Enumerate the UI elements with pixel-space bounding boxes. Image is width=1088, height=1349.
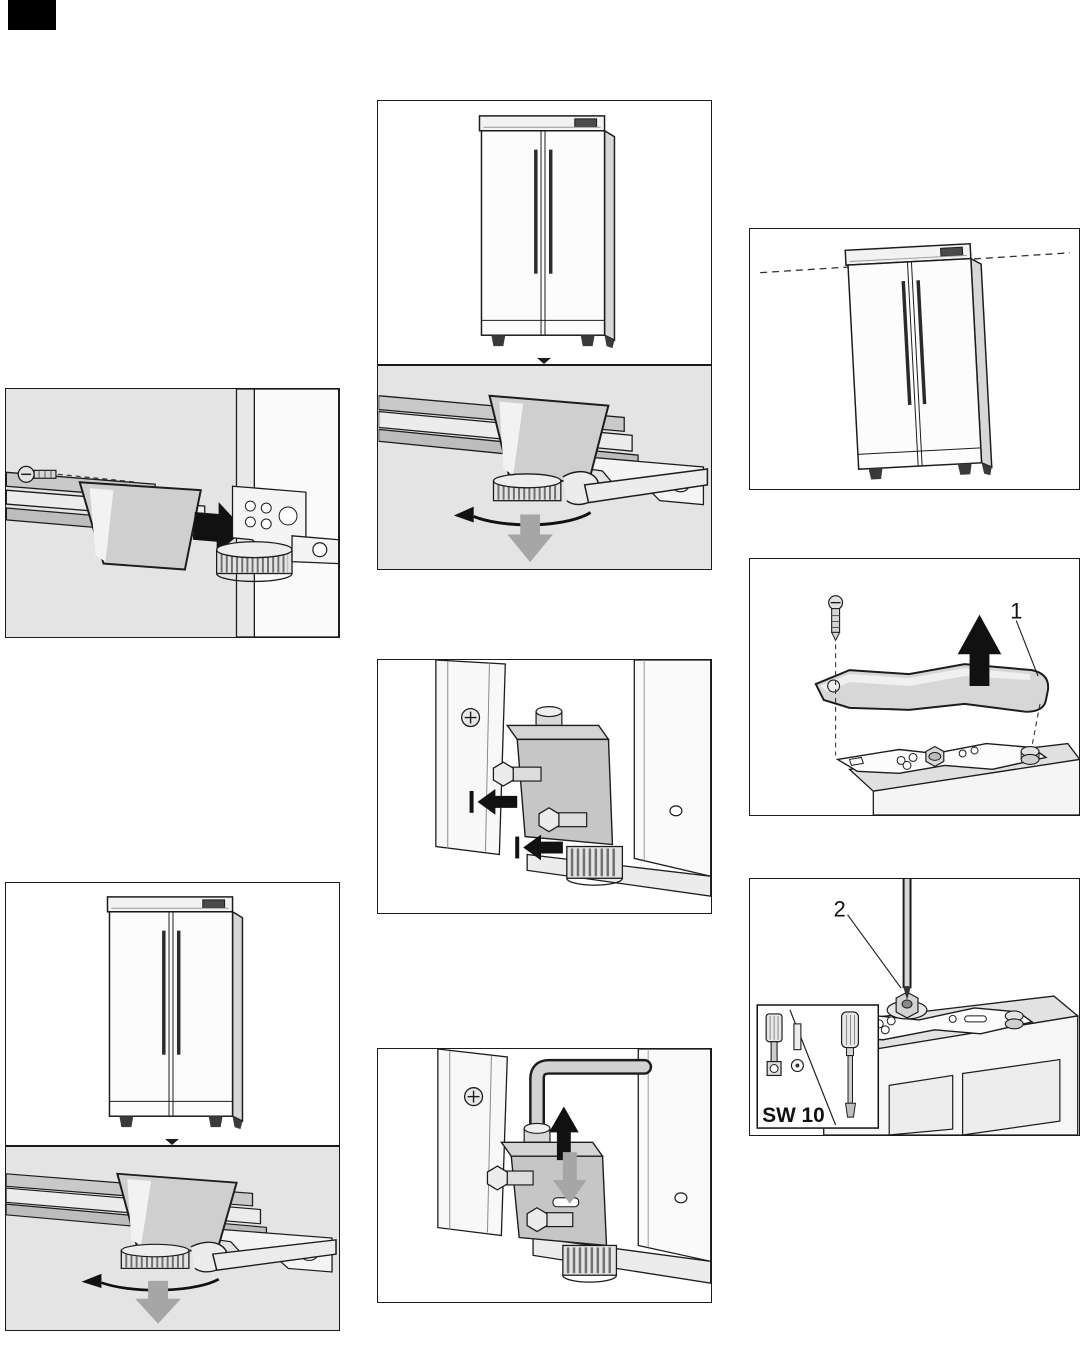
foot-cover-screw-drawing xyxy=(6,389,339,637)
ribbed-foot xyxy=(566,845,624,886)
nut-driver-icon xyxy=(765,1013,783,1077)
alignment-dashed-line xyxy=(57,473,138,483)
left-arrow-icon-upper xyxy=(469,788,518,815)
label-pointer-line xyxy=(847,914,902,989)
hinge-allen-key-drawing xyxy=(437,1049,711,1284)
screw-icon xyxy=(828,595,844,642)
fridge-drawing xyxy=(478,115,616,364)
right-arrow-icon xyxy=(192,502,245,554)
hinge-bolts-drawing xyxy=(435,660,711,897)
up-arrow-icon xyxy=(548,1106,579,1161)
figure-foot-wrench-middle xyxy=(377,365,712,570)
allen-key-icon xyxy=(529,1058,653,1153)
ribbed-foot xyxy=(562,1244,618,1283)
hex-bit-icon xyxy=(790,1023,804,1073)
figure-hinge-screw-step: 2 xyxy=(749,878,1080,1136)
figure-hinge-bolts xyxy=(377,659,712,914)
hinge-cover xyxy=(814,663,1050,713)
label-pointer-line xyxy=(1015,620,1039,677)
door-edge xyxy=(437,1049,508,1237)
knurled-foot xyxy=(215,541,293,583)
tool-inset: SW 10 xyxy=(756,1004,880,1129)
figure-fridge-middle xyxy=(377,100,712,365)
screwdriver-icon xyxy=(902,879,912,1001)
figure-hinge-allen-key xyxy=(377,1048,712,1303)
wrench-size-label: SW 10 xyxy=(762,1104,825,1127)
down-arrow-icon xyxy=(552,1152,587,1204)
hex-nut xyxy=(886,991,928,1020)
figure-foot-cover-screw xyxy=(5,388,340,638)
adjustment-bolt-upper xyxy=(492,761,542,787)
door-edge xyxy=(435,660,506,856)
screwdriver-tool-icon xyxy=(840,1011,860,1118)
figure-hinge-cover-removal: 1 xyxy=(749,558,1080,816)
hinge-plate xyxy=(835,742,1048,775)
foot-wrench-drawing xyxy=(6,1147,339,1330)
step-label-2: 2 xyxy=(834,897,846,922)
up-arrow-icon xyxy=(957,614,1002,687)
adjustment-bolt-lower xyxy=(526,1206,574,1233)
screw-icon xyxy=(17,465,57,483)
foot-cover xyxy=(78,481,202,571)
figure-foot-wrench-left xyxy=(5,1146,340,1331)
figure-fridge-tilted xyxy=(749,228,1080,490)
hinge-screwdriver-drawing: 2 xyxy=(756,879,1079,1135)
detail-pointer xyxy=(537,358,551,364)
adjustment-bolt-lower xyxy=(538,807,588,833)
guide-dashed-line xyxy=(1031,703,1041,746)
fridge-tilted-drawing xyxy=(760,242,1070,483)
adjustment-bolt-upper xyxy=(486,1165,534,1191)
hinge-cover-drawing: 1 xyxy=(814,595,1079,815)
detail-pointer xyxy=(165,1139,179,1145)
foot-wrench-drawing xyxy=(378,366,711,569)
mounting-bracket xyxy=(231,485,307,559)
figure-fridge-left xyxy=(5,882,340,1146)
step-label-1: 1 xyxy=(1010,599,1022,624)
left-arrow-icon-lower xyxy=(515,834,563,861)
chapter-marker xyxy=(8,0,56,30)
fridge-drawing xyxy=(106,896,244,1145)
